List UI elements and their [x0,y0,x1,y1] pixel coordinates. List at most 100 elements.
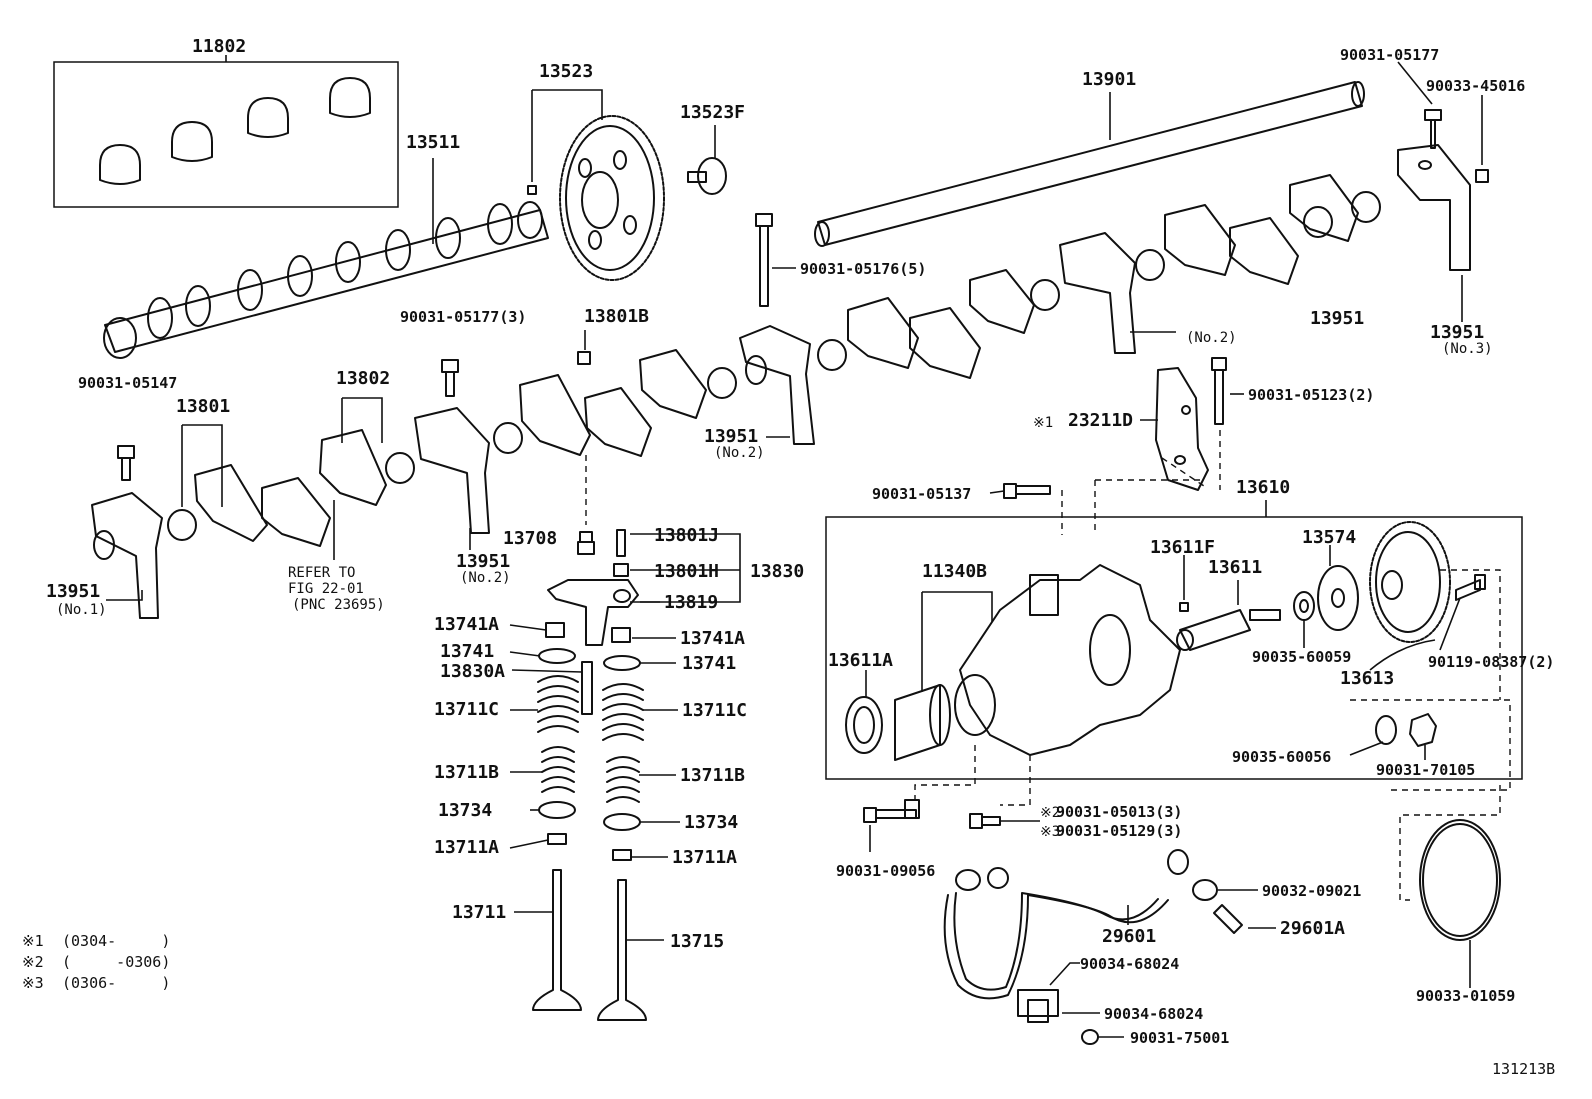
bearing-set-11802[interactable] [53,55,399,208]
sublabel-no3: (No.3) [1442,341,1493,357]
sublabel-no2-top: (No.2) [1186,330,1237,346]
label-13741-left: 13741 [440,641,494,662]
label-90031-05123: 90031-05123(2) [1248,386,1374,404]
refer-note-line2: FIG 22-01 [288,581,364,597]
label-29601: 29601 [1102,926,1156,947]
nut-13801B[interactable] [577,330,591,365]
oil-pipe-29601[interactable] [943,849,1189,1000]
label-90035-60056: 90035-60056 [1232,748,1331,766]
footnote-2-range: ( -0306) [62,953,170,971]
label-13951-no2-low: 13951 [456,551,510,572]
refer-note-line1: REFER TO [288,565,355,581]
ref-mark-90031-05013: ※2 [1040,805,1060,821]
sublabel-no2-low: (No.2) [460,570,511,586]
label-13830: 13830 [750,561,804,582]
label-90033-01059: 90033-01059 [1416,987,1515,1005]
label-13734-left: 13734 [438,800,492,821]
label-13611F: 13611F [1150,537,1215,558]
label-90034-68024-a: 90034-68024 [1080,955,1179,973]
label-13711A-right: 13711A [672,847,737,868]
label-13715: 13715 [670,931,724,952]
label-13901: 13901 [1082,69,1136,90]
label-13801J: 13801J [654,525,719,546]
sublabel-no2-mid: (No.2) [714,445,765,461]
union-90032-09021[interactable] [1192,879,1258,901]
bolt-90031-05147[interactable] [117,445,135,481]
bolt-90031-05176[interactable] [755,213,796,307]
gear-bolt-13523F[interactable] [687,125,727,195]
label-29601A: 29601A [1280,918,1345,939]
label-90031-05177: 90031-05177 [1340,46,1439,64]
label-13711C-right: 13711C [682,700,747,721]
o-ring-90033-01059[interactable] [1419,819,1501,988]
label-13734-right: 13734 [684,812,738,833]
label-13711C-left: 13711C [434,699,499,720]
label-13711: 13711 [452,902,506,923]
footnote-1-mark: ※1 [22,932,44,950]
label-90031-75001: 90031-75001 [1130,1029,1229,1047]
rocker-support-no3[interactable] [1397,144,1471,322]
sublabel-no1: (No.1) [56,602,107,618]
refer-note-line3: (PNC 23695) [292,597,385,613]
footnote-3-mark: ※3 [22,974,44,992]
label-13801H: 13801H [654,561,719,582]
bolt-90031-05123[interactable] [1211,357,1244,425]
valve-bridge-13819[interactable] [547,579,660,646]
label-13802: 13802 [336,368,390,389]
bracket-23211D[interactable] [1140,367,1209,491]
footnote-1-range: (0304- ) [62,932,170,950]
label-23211D: 23211D [1068,410,1133,431]
label-13819: 13819 [664,592,718,613]
label-90035-60059: 90035-60059 [1252,648,1351,666]
valve-stack-left[interactable] [532,622,582,1011]
label-90031-05137: 90031-05137 [872,485,971,503]
label-13741A-right: 13741A [680,628,745,649]
oil-pump-assembly-13610[interactable] [825,500,1523,780]
adjust-screw-13708[interactable] [577,531,595,555]
rocker-arms-upper[interactable] [739,174,1381,445]
label-13801B: 13801B [584,306,649,327]
label-13711B-left: 13711B [434,762,499,783]
label-13611: 13611 [1208,557,1262,578]
bolt-90031-05137[interactable] [989,483,1051,499]
ref-mark-90031-05129: ※3 [1040,824,1060,840]
screw-13801J[interactable] [616,529,626,557]
rocker-shaft-13901[interactable] [814,81,1365,247]
ref-mark-23211D: ※1 [1033,415,1053,431]
bolt-90031-05177-3[interactable] [441,359,459,397]
bolt-29601A[interactable] [1213,904,1276,934]
label-11802: 11802 [192,36,246,57]
pushrod-13830A[interactable] [581,661,593,715]
label-90033-45016: 90033-45016 [1426,77,1525,95]
bolt-90031-05013-05129[interactable] [969,813,1040,829]
nut-13801H[interactable] [613,563,629,577]
label-13711B-right: 13711B [680,765,745,786]
label-13574: 13574 [1302,527,1356,548]
plug-90033-45016[interactable] [1475,95,1489,183]
clamps-90034-68024[interactable] [1017,962,1100,1023]
bolt-90031-09056[interactable] [863,799,920,852]
label-13801: 13801 [176,396,230,417]
label-13951-no2-mid: 13951 [704,426,758,447]
label-90031-09056: 90031-09056 [836,862,935,880]
rocker-arms-lower[interactable] [91,349,737,619]
label-90031-70105: 90031-70105 [1376,761,1475,779]
label-13951-no2-top: 13951 [1310,308,1364,329]
label-90031-05013: 90031-05013(3) [1056,803,1182,821]
camshaft-13511[interactable] [103,158,549,359]
label-90031-05129: 90031-05129(3) [1056,822,1182,840]
label-13830A: 13830A [440,661,505,682]
figure-id: 131213B [1492,1060,1555,1078]
bolt-90031-05177[interactable] [1397,61,1442,149]
valve-stack-right[interactable] [597,627,647,1021]
label-90031-05177-3: 90031-05177(3) [400,308,526,326]
label-13523: 13523 [539,61,593,82]
label-11340B: 11340B [922,561,987,582]
label-13610: 13610 [1236,477,1290,498]
nut-90031-75001[interactable] [1081,1029,1124,1045]
label-90119-08387: 90119-08387(2) [1428,653,1554,671]
label-13511: 13511 [406,132,460,153]
label-13711A-left: 13711A [434,837,499,858]
camshaft-gear-13523[interactable] [527,89,665,281]
